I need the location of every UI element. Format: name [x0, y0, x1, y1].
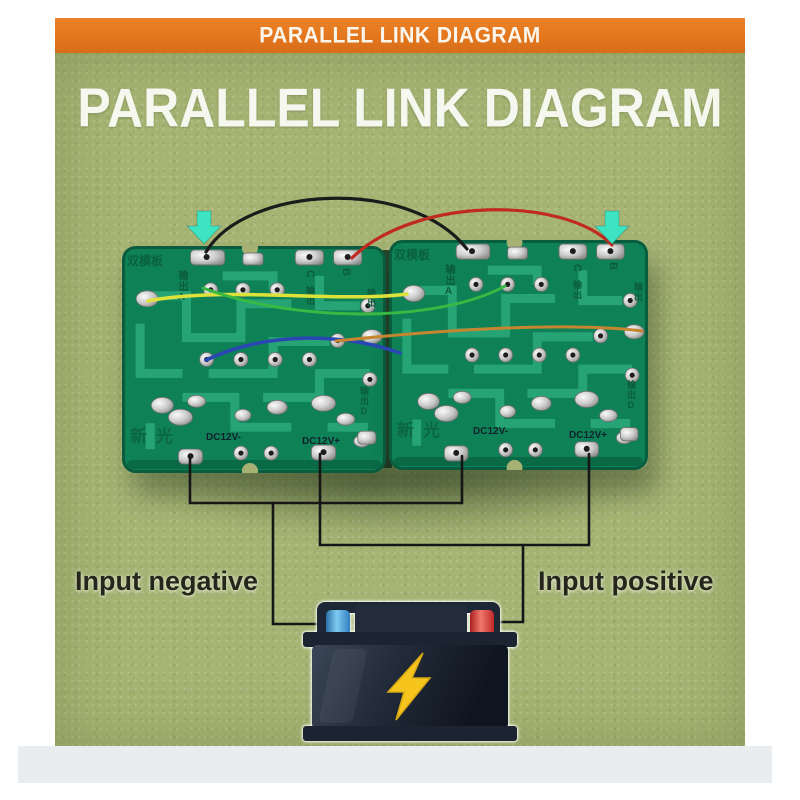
battery-top-rim: [303, 632, 517, 647]
silk-brand: 新光: [397, 421, 449, 440]
silk-output-a: 输出A: [176, 270, 187, 304]
silk-dc12v-plus: DC12V+: [302, 436, 341, 447]
silk-dc12v-minus: DC12V-: [206, 432, 242, 443]
silk-output-d: 输出D: [359, 386, 369, 417]
left-pcb-module: 双模板 输出A C B 输出 输出 输出D 新光 DC12V- DC12V+: [122, 246, 386, 473]
silk-output-right: 输出: [366, 288, 376, 308]
bottom-strip: [18, 746, 772, 783]
silk-output-d: 输出D: [626, 380, 636, 411]
battery-body: [312, 645, 508, 729]
battery-base: [303, 726, 517, 741]
silk-pin-c: C: [303, 270, 316, 278]
battery: [295, 588, 525, 748]
silk-dc12v-plus: DC12V+: [569, 430, 608, 441]
banner-title: PARALLEL LINK DIAGRAM: [259, 22, 541, 48]
silk-output-right: 输出: [633, 282, 643, 302]
silk-dc12v-minus: DC12V-: [473, 426, 509, 437]
silk-pin-b: B: [339, 268, 352, 276]
right-pcb-module: 双模板 输出A C B 输出 输出 输出D 新光 DC12V- DC12V+: [389, 240, 648, 470]
positive-terminal: [470, 610, 494, 636]
silk-pin-b: B: [606, 262, 619, 270]
silk-output-mid: 输出: [572, 280, 582, 300]
input-negative-label: Input negative: [75, 566, 259, 596]
silk-brand: 新光: [130, 427, 182, 446]
lightning-bolt-icon: [386, 652, 432, 721]
input-positive-label: Input positive: [538, 566, 714, 596]
silk-output-mid: 输出: [305, 286, 315, 306]
silk-output-a: 输出A: [443, 264, 454, 298]
silk-board-name: 双模板: [394, 248, 431, 262]
page-title: PARALLEL LINK DIAGRAM: [77, 77, 723, 139]
silk-pin-c: C: [570, 264, 583, 272]
silk-board-name: 双模板: [127, 254, 164, 268]
top-banner: PARALLEL LINK DIAGRAM: [55, 18, 745, 53]
